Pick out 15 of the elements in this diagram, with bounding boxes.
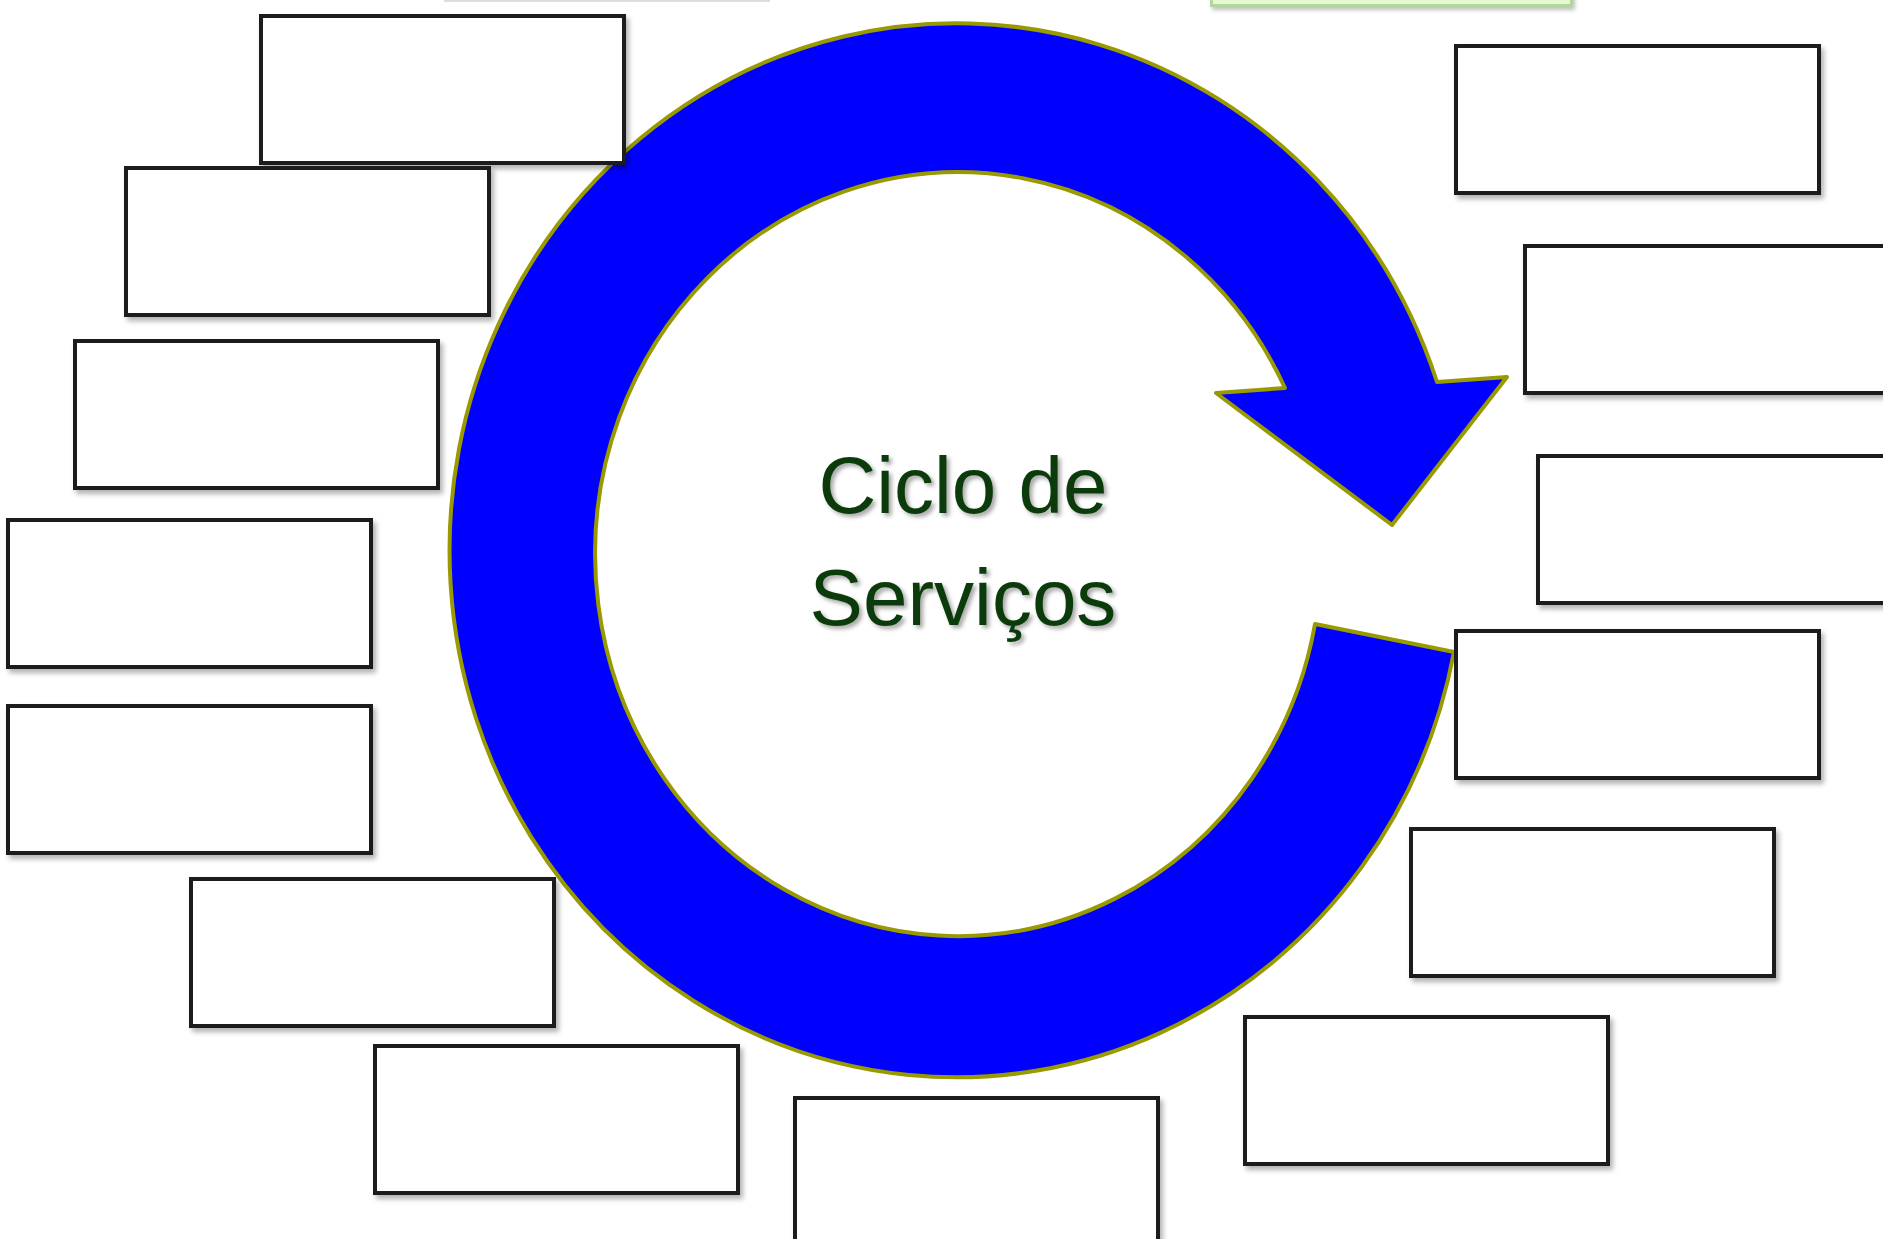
- empty-box: [124, 166, 491, 317]
- empty-box: [793, 1096, 1160, 1239]
- empty-box: [6, 518, 373, 669]
- empty-box: [189, 877, 556, 1028]
- empty-box: [1523, 244, 1883, 395]
- empty-box: [1243, 1015, 1610, 1166]
- empty-box: [1454, 629, 1821, 780]
- empty-box: [259, 14, 626, 165]
- center-title: Ciclo de Serviços: [808, 440, 1118, 644]
- empty-box: [373, 1044, 740, 1195]
- empty-box: [1409, 827, 1776, 978]
- empty-box: [6, 704, 373, 855]
- empty-box: [1454, 44, 1821, 195]
- empty-box: [1536, 454, 1883, 605]
- empty-box: [73, 339, 440, 490]
